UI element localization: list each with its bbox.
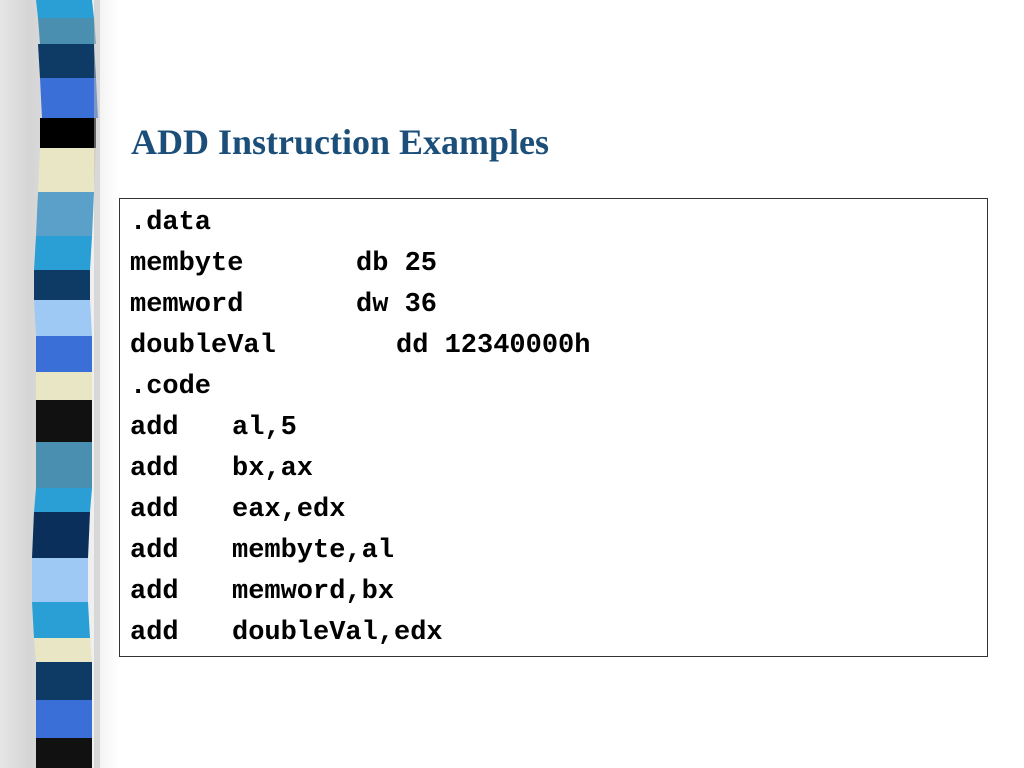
code-label: membyte (130, 249, 244, 279)
code-operand: memword,bx (232, 577, 395, 607)
code-line: add al,5 (130, 408, 987, 449)
code-mnemonic: add (130, 536, 179, 566)
code-line: add membyte,al (130, 531, 987, 572)
stripe-shadow (94, 0, 100, 768)
code-operand: eax,edx (232, 495, 346, 525)
stripe-block (38, 18, 96, 44)
code-mnemonic: add (130, 618, 179, 648)
stripe-block (36, 372, 92, 400)
stripe-block (36, 662, 92, 700)
code-operand: dw 36 (356, 290, 438, 320)
code-label: doubleVal (130, 331, 276, 361)
code-operand: membyte,al (232, 536, 395, 566)
stripe-graphic (32, 0, 100, 768)
code-operand: db 25 (356, 249, 438, 279)
stripe-block (36, 700, 92, 738)
code-operand: doubleVal,edx (232, 618, 443, 648)
code-line: memword dw 36 (130, 285, 987, 326)
stripe-block (34, 236, 92, 270)
stripe-block (36, 400, 92, 442)
stripe-block (36, 336, 92, 372)
stripe-block (34, 488, 92, 512)
code-line: add memword,bx (130, 572, 987, 613)
stripe-block (34, 638, 92, 662)
stripe-block (32, 558, 88, 602)
code-line: .code (130, 367, 987, 408)
stripe-block (32, 602, 90, 638)
code-label: .data (130, 208, 212, 238)
stripe-block (34, 300, 92, 336)
code-line: add eax,edx (130, 490, 987, 531)
stripe-block (38, 148, 96, 192)
code-line: membyte db 25 (130, 244, 987, 285)
decorative-stripe (0, 0, 118, 768)
code-operand: al,5 (232, 413, 297, 443)
code-mnemonic: add (130, 413, 179, 443)
code-label: memword (130, 290, 244, 320)
code-line: add bx,ax (130, 449, 987, 490)
code-operand: dd 12340000h (396, 331, 591, 361)
stripe-block (40, 78, 98, 118)
stripe-block (40, 118, 96, 148)
code-operand: bx,ax (232, 454, 314, 484)
stripe-block (38, 44, 96, 78)
stripe-block (34, 270, 90, 300)
stripe-block (36, 738, 92, 768)
code-listing-box: .data membyte db 25 memword dw 36 doubleVa… (119, 198, 988, 657)
stripe-block (36, 0, 94, 18)
stripe-block (36, 442, 92, 488)
code-mnemonic: add (130, 495, 179, 525)
code-line: .data (130, 203, 987, 244)
code-line: doubleVal dd 12340000h (130, 326, 987, 367)
code-label: .code (130, 372, 212, 402)
stripe-block (36, 192, 94, 236)
code-line: add doubleVal,edx (130, 613, 987, 654)
slide-title: ADD Instruction Examples (131, 122, 550, 162)
stripe-block (32, 512, 90, 558)
code-mnemonic: add (130, 454, 179, 484)
code-mnemonic: add (130, 577, 179, 607)
